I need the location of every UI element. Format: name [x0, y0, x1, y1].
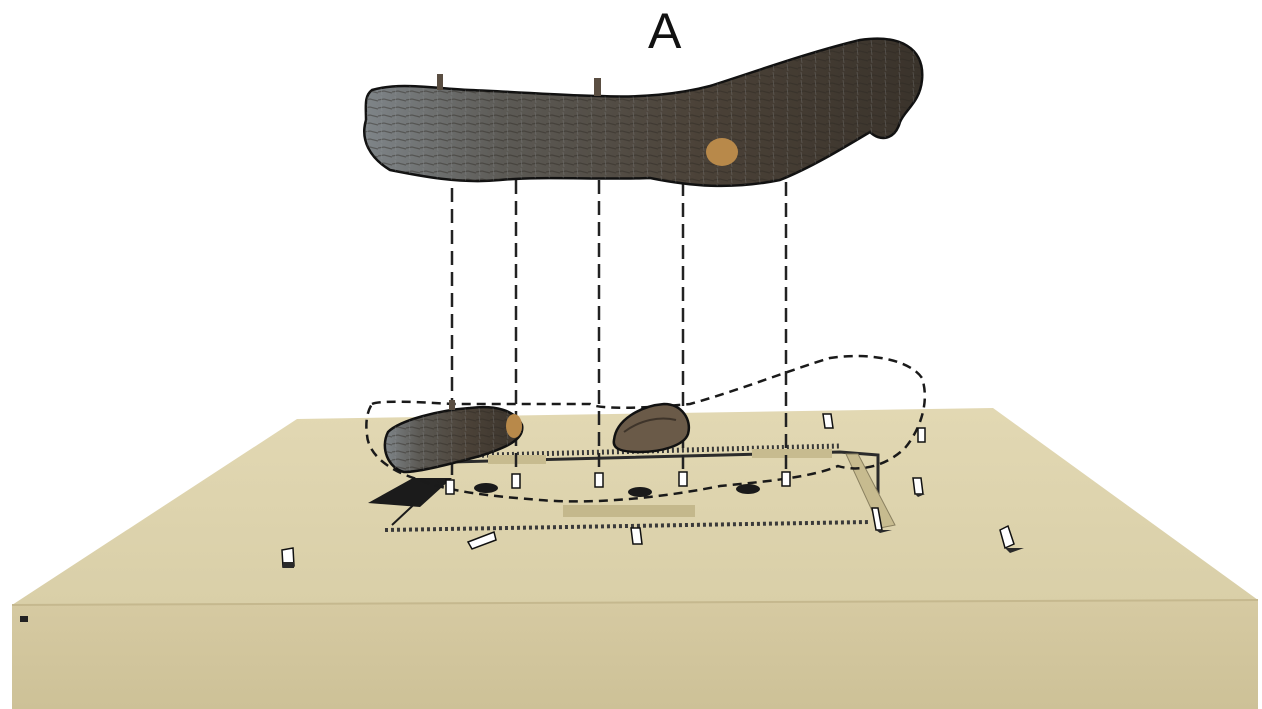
- survey-flag: [679, 472, 687, 486]
- survey-flag: [595, 473, 603, 487]
- corner-marker: [20, 616, 28, 622]
- hole: [628, 487, 652, 497]
- survey-flag: [823, 414, 833, 428]
- survey-flag: [631, 528, 642, 544]
- survey-flag: [446, 480, 454, 494]
- survey-flag: [512, 474, 520, 488]
- trench-bar-right: [752, 449, 832, 458]
- rock-fragment-center: [614, 404, 689, 452]
- survey-flag: [782, 472, 790, 486]
- trench-bar-center: [563, 505, 695, 517]
- survey-flag: [918, 428, 925, 442]
- survey-flag: [913, 478, 923, 494]
- log-peg: [437, 74, 443, 90]
- log-peg: [594, 78, 601, 96]
- elevated-log-fossil: [364, 39, 922, 186]
- hole: [474, 483, 498, 493]
- model-front-side: [12, 600, 1258, 709]
- hole: [736, 484, 760, 494]
- log-knot: [706, 138, 738, 166]
